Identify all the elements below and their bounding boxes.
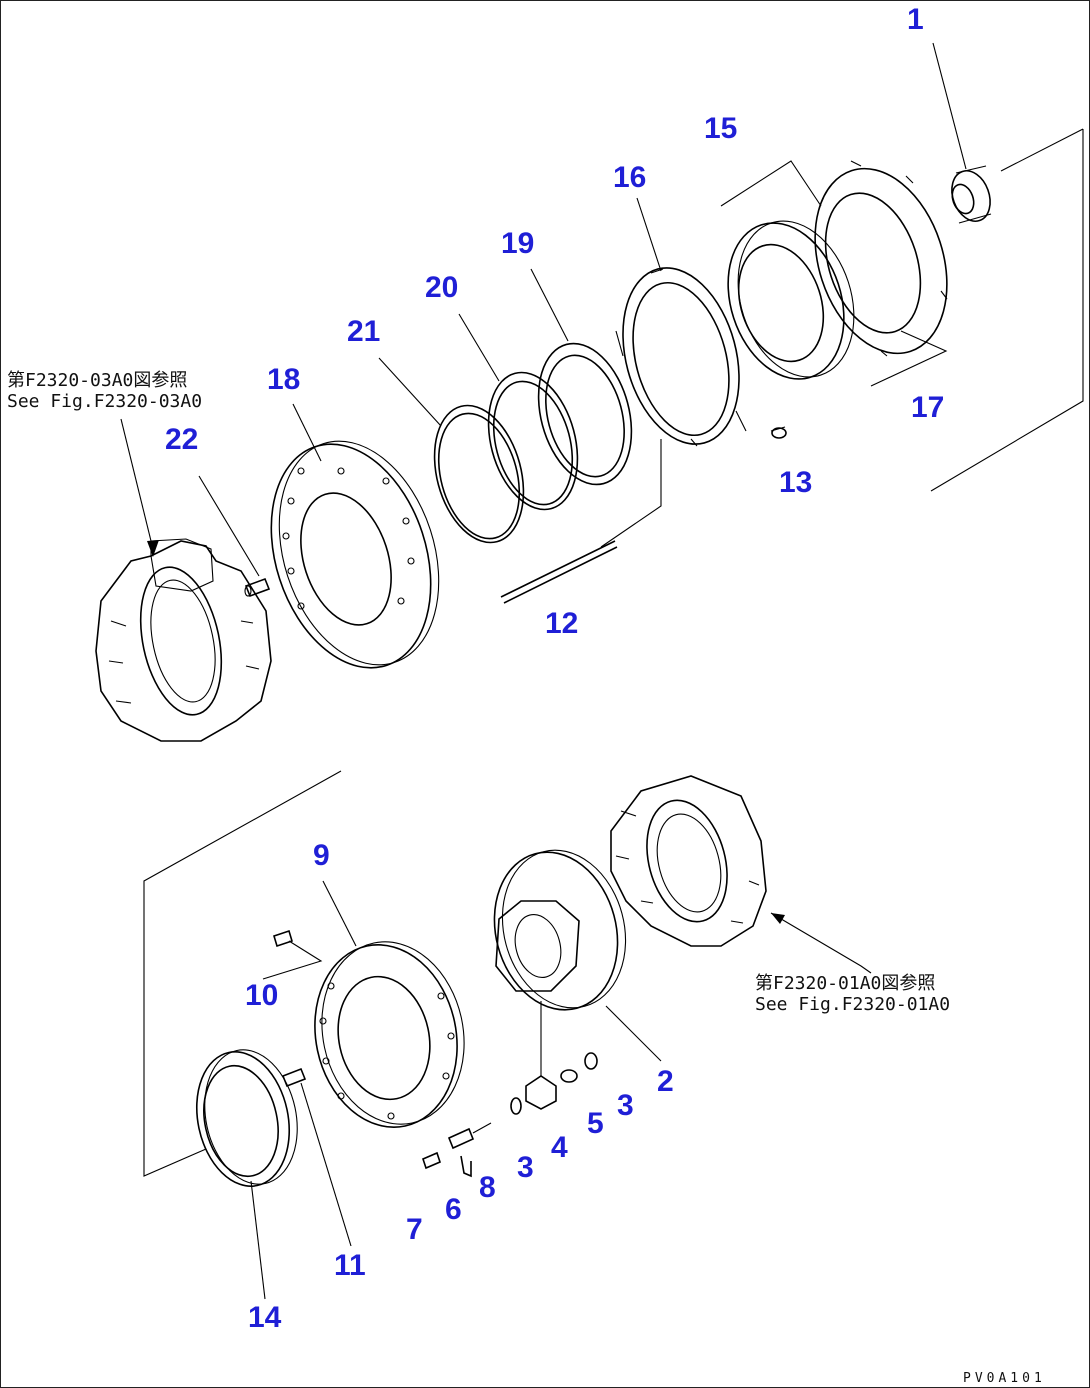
arrow-upper-ref (147, 540, 159, 557)
callout-5: 5 (587, 1107, 604, 1140)
callout-3a: 3 (617, 1089, 634, 1122)
lower-reference-note: 第F2320-01A0図参照 See Fig.F2320-01A0 (755, 973, 951, 1015)
leader-22 (198, 475, 260, 577)
part-20-ring (487, 371, 579, 511)
part-18-flange (270, 440, 440, 669)
part-12-rod (500, 540, 618, 604)
part-1-bearing (951, 165, 992, 224)
callout-14: 14 (248, 1301, 282, 1334)
lower-reference-en: See Fig.F2320-01A0 (755, 993, 951, 1015)
callout-17: 17 (911, 391, 945, 424)
lower-reference-jp: 第F2320-01A0図参照 (755, 973, 936, 994)
part-3-washer-a (584, 1052, 598, 1070)
callout-16: 16 (613, 161, 647, 194)
part-3-washer-b (510, 1097, 522, 1115)
leader-14 (250, 1180, 266, 1300)
part-21-ring (433, 404, 525, 544)
upper-frame-top (1000, 128, 1084, 172)
callout-20: 20 (425, 271, 459, 304)
part-14-ring (195, 1049, 298, 1187)
callout-18: 18 (267, 363, 301, 396)
callout-4: 4 (551, 1131, 568, 1164)
callout-10: 10 (245, 979, 279, 1012)
part-4-nut (525, 1075, 557, 1110)
part-6-plug (447, 1127, 475, 1150)
lower-frame-line (143, 770, 342, 1177)
callout-2: 2 (657, 1065, 674, 1098)
arrow-lower-ref (771, 913, 785, 924)
callout-7: 7 (406, 1213, 423, 1246)
leader-9 (322, 880, 357, 947)
upper-reference-note: 第F2320-03A0図参照 See Fig.F2320-03A0 (7, 370, 203, 412)
leader-19 (530, 268, 569, 342)
lower-housing (610, 775, 767, 947)
leader-6 (472, 1122, 492, 1134)
part-22-pin (244, 577, 271, 598)
part-5-fitting (560, 1069, 578, 1083)
part-2-hub (493, 849, 627, 1011)
callout-13: 13 (779, 466, 813, 499)
callout-19: 19 (501, 227, 535, 260)
part-9-flange (314, 941, 465, 1128)
part-7-plug (422, 1151, 441, 1170)
callout-22: 22 (165, 423, 199, 456)
part-16-plate (615, 267, 747, 447)
leader-upper-ref (120, 418, 152, 542)
callout-15: 15 (704, 112, 738, 145)
callout-3b: 3 (517, 1151, 534, 1184)
leader-16 (636, 197, 662, 272)
leader-21 (378, 357, 442, 427)
callout-1: 1 (907, 3, 924, 36)
upper-reference-en: See Fig.F2320-03A0 (7, 390, 203, 412)
upper-housing (95, 538, 272, 742)
leader-20 (458, 313, 500, 382)
leader-2 (605, 1005, 662, 1062)
part-10-pin (273, 929, 293, 948)
part-13-pin (770, 426, 787, 439)
figure-code: PV0A101 (963, 1371, 1046, 1386)
part-17-plate (814, 160, 948, 357)
callout-11: 11 (334, 1249, 366, 1282)
leader-1 (932, 42, 967, 170)
leader-lower-ref (770, 912, 872, 974)
callout-12: 12 (545, 607, 579, 640)
leader-10 (262, 940, 323, 980)
leader-17 (870, 330, 948, 387)
leader-11 (300, 1082, 352, 1247)
callout-21: 21 (347, 315, 381, 348)
leader-15 (720, 160, 822, 207)
upper-reference-jp: 第F2320-03A0図参照 (7, 370, 188, 391)
leader-18 (292, 403, 322, 462)
part-11-pin (281, 1067, 307, 1088)
callout-9: 9 (313, 839, 330, 872)
part-8-clip (460, 1155, 472, 1178)
part-15-disc (727, 220, 855, 380)
part-19-ring (537, 342, 633, 486)
callout-8: 8 (479, 1171, 496, 1204)
upper-frame-line (930, 129, 1084, 492)
callout-6: 6 (445, 1193, 462, 1226)
leader-12 (600, 439, 662, 548)
